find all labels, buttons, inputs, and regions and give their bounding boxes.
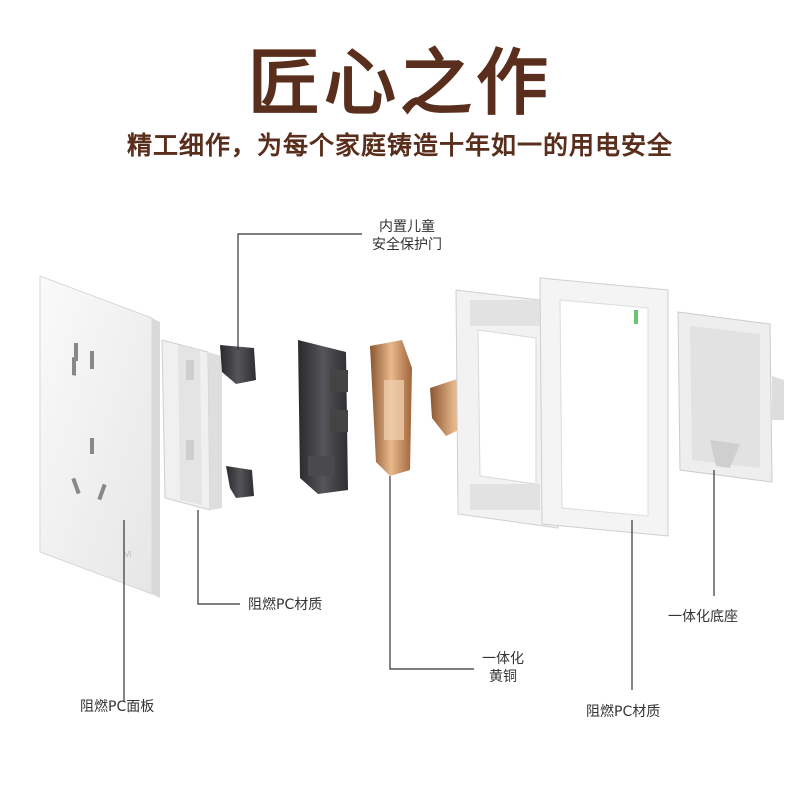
page-subtitle: 精工细作，为每个家庭铸造十年如一的用电安全 bbox=[126, 131, 673, 160]
mounting-frame-part bbox=[455, 289, 559, 529]
label-brass: 一体化 黄铜 bbox=[482, 651, 524, 685]
child-door-small-pieces bbox=[220, 345, 256, 498]
label-panel: 阻燃PC面板 bbox=[80, 699, 155, 715]
front-panel: Ⅵ bbox=[39, 275, 160, 598]
leader-child-door bbox=[237, 233, 362, 350]
label-outer-frame: 阻燃PC材质 bbox=[586, 704, 661, 720]
base-part bbox=[677, 311, 784, 483]
label-child-door: 内置儿童 安全保护门 bbox=[372, 219, 442, 253]
leader-brass bbox=[389, 476, 474, 670]
safety-shutter-part bbox=[298, 340, 348, 494]
svg-text:Ⅵ: Ⅵ bbox=[124, 550, 131, 559]
inner-frame-part bbox=[161, 339, 222, 511]
label-inner-frame: 阻燃PC材质 bbox=[248, 597, 323, 613]
outer-frame-part bbox=[539, 277, 669, 537]
page-title: 匠心之作 bbox=[247, 41, 552, 125]
leader-inner-frame bbox=[197, 510, 240, 605]
label-base: 一体化底座 bbox=[668, 609, 738, 625]
leader-lines bbox=[123, 233, 715, 702]
